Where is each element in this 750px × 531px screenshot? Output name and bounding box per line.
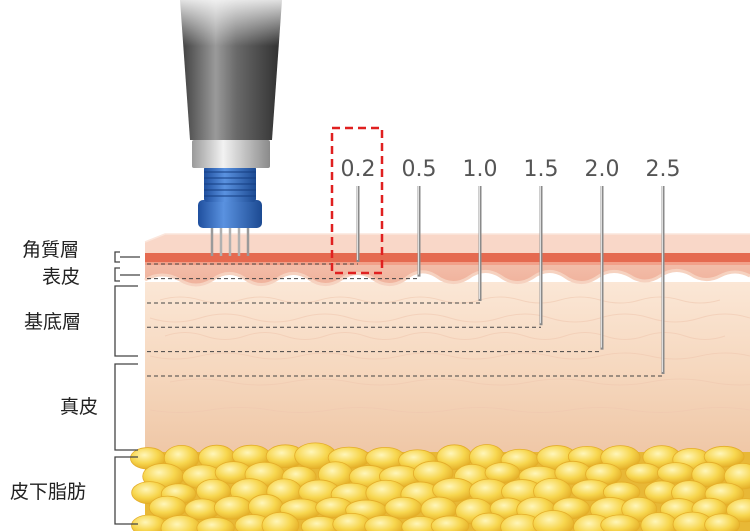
depth-label-2-5: 2.5 [646,157,681,182]
dermis-texture [149,296,750,413]
microneedle-device [180,0,282,256]
device-tip [198,200,262,228]
label-dermis: 真皮 [60,396,98,418]
depth-label-0-5: 0.5 [402,157,437,182]
label-basal-layer: 基底層 [24,311,81,333]
label-subcutaneous-fat: 皮下脂肪 [10,481,86,503]
red-band [145,253,750,264]
fat-cells [130,442,750,531]
label-epidermis: 表皮 [42,266,80,288]
basal-wave [144,269,750,287]
dermis-layer [145,282,750,454]
layer-brackets [114,251,140,525]
stratum-corneum-layer [145,234,750,253]
depth-lines [147,263,663,377]
depth-label-2-0: 2.0 [585,157,620,182]
depth-label-1-0: 1.0 [463,157,498,182]
highlight-box [330,126,384,275]
device-needles [210,226,250,256]
layer-labels: 角質層 表皮 基底層 真皮 皮下脂肪 [10,239,98,503]
depth-label-1-5: 1.5 [524,157,559,182]
device-ring [192,140,270,168]
label-stratum-corneum: 角質層 [22,239,79,261]
depth-label-0-2: 0.2 [341,157,376,182]
needles: 0.2 0.5 1.0 1.5 2.0 2.5 [341,157,681,375]
skin-block [130,233,750,531]
